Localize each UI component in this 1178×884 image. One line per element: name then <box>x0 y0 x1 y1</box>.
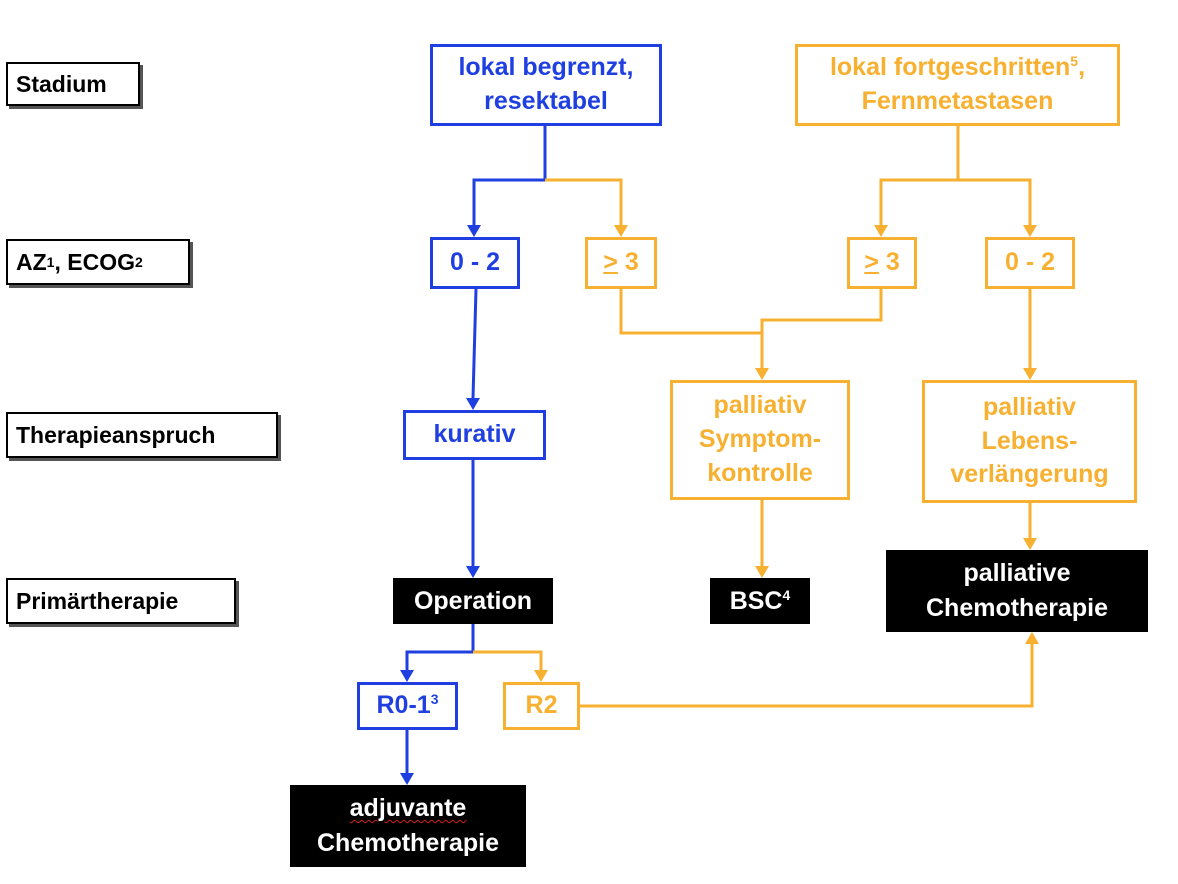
connector-advanced-to-good <box>958 178 1032 226</box>
connector-local-poor-merge <box>619 289 762 335</box>
arrowhead-r2 <box>534 670 548 682</box>
arrowhead-operation <box>466 566 480 578</box>
node-ecog-adv-poor: > 3 <box>847 237 917 289</box>
ge-symbol: > <box>603 248 618 277</box>
arrowhead-adjuvant <box>400 773 414 785</box>
node-palliative-chemo: palliative Chemotherapie <box>886 550 1148 632</box>
label-primaertherapie-text: Primärtherapie <box>16 587 179 614</box>
connector-advanced-to-poor <box>879 178 958 226</box>
arrowhead-bsc <box>755 566 769 578</box>
node-local-resectable: lokal begrenzt, resektabel <box>430 44 662 126</box>
node-adjuvant-word: adjuvante <box>349 794 467 822</box>
node-ecog-adv-poor-text: > 3 <box>864 246 899 280</box>
node-ecog-local-poor: > 3 <box>585 237 657 289</box>
node-curative-text: kurativ <box>433 420 516 449</box>
arrowhead-life <box>1023 368 1037 380</box>
arrowhead-advanced-good <box>1023 225 1037 237</box>
node-curative: kurativ <box>403 410 546 460</box>
node-advanced-main: lokal fortgeschritten <box>829 53 1071 82</box>
label-therapieanspruch: Therapieanspruch <box>6 412 278 458</box>
arrowhead-local-poor <box>614 225 628 237</box>
node-ecog-adv-poor-value: 3 <box>878 248 900 277</box>
node-adjuvant-chemo-text: Chemotherapie <box>317 829 499 857</box>
connector-adv-poor-merge <box>760 289 883 368</box>
node-r2: R2 <box>503 682 580 730</box>
node-ecog-local-good-text: 0 - 2 <box>449 248 501 277</box>
node-adjuvant-chemo: adjuvante Chemotherapie <box>290 785 526 867</box>
arrowhead-local-good <box>467 225 481 237</box>
node-advanced-metastases: lokal fortgeschritten5, Fernmetastasen <box>795 44 1120 126</box>
connector-good-to-curative <box>471 288 478 399</box>
arrowhead-palliative-chemo <box>1023 538 1037 550</box>
node-local-resectable-text: lokal begrenzt, resektabel <box>458 53 634 115</box>
label-stadium-text: Stadium <box>16 70 107 97</box>
node-r01-text: R0-13 <box>377 689 439 723</box>
node-bsc: BSC4 <box>710 578 810 624</box>
node-r2-text: R2 <box>525 691 558 720</box>
node-ecog-local-poor-text: > 3 <box>603 246 638 280</box>
connector-local-to-good <box>472 178 545 226</box>
label-az-text: AZ <box>16 248 47 275</box>
node-bsc-text: BSC4 <box>730 584 791 619</box>
label-therapieanspruch-text: Therapieanspruch <box>16 421 216 448</box>
node-palliative-symptom-text: palliativ Symptom- kontrolle <box>698 391 822 487</box>
node-r01-footnote: 3 <box>430 691 439 708</box>
node-operation-text: Operation <box>413 586 533 615</box>
node-bsc-footnote: 4 <box>782 586 791 603</box>
connector-local-to-poor <box>545 178 623 226</box>
connector-operation-to-r2 <box>473 650 543 670</box>
node-advanced-footnote: 5 <box>1070 53 1079 70</box>
node-r01: R0-13 <box>357 682 458 730</box>
node-ecog-adv-good-text: 0 - 2 <box>1004 248 1056 277</box>
node-palliative-life: palliativ Lebens- verlängerung <box>922 380 1137 503</box>
node-bsc-label: BSC <box>729 586 783 615</box>
node-palliative-life-text: palliativ Lebens- verlängerung <box>950 392 1109 489</box>
node-operation: Operation <box>393 578 553 624</box>
arrowhead-curative <box>466 398 480 410</box>
node-advanced-tail: , Fernmetastasen <box>861 53 1086 115</box>
connector-operation-to-r01 <box>405 650 473 670</box>
ge-symbol: > <box>864 248 879 277</box>
label-primaertherapie: Primärtherapie <box>6 578 236 624</box>
label-ecog-text: , ECOG <box>54 248 135 275</box>
connector-r2-to-chemo <box>580 644 1034 708</box>
arrowhead-r2-chemo <box>1025 632 1039 644</box>
arrowhead-symptom <box>755 368 769 380</box>
node-ecog-adv-good: 0 - 2 <box>985 237 1075 289</box>
node-r01-label: R0-1 <box>376 691 431 720</box>
node-ecog-local-poor-value: 3 <box>617 248 639 277</box>
node-ecog-local-good: 0 - 2 <box>430 237 520 289</box>
label-stadium: Stadium <box>6 62 140 106</box>
node-advanced-text: lokal fortgeschritten5, Fernmetastasen <box>830 51 1085 119</box>
arrowhead-r01 <box>400 670 414 682</box>
node-palliative-chemo-text: palliative Chemotherapie <box>926 559 1108 622</box>
arrowhead-advanced-poor <box>874 225 888 237</box>
node-palliative-symptom: palliativ Symptom- kontrolle <box>670 380 850 500</box>
